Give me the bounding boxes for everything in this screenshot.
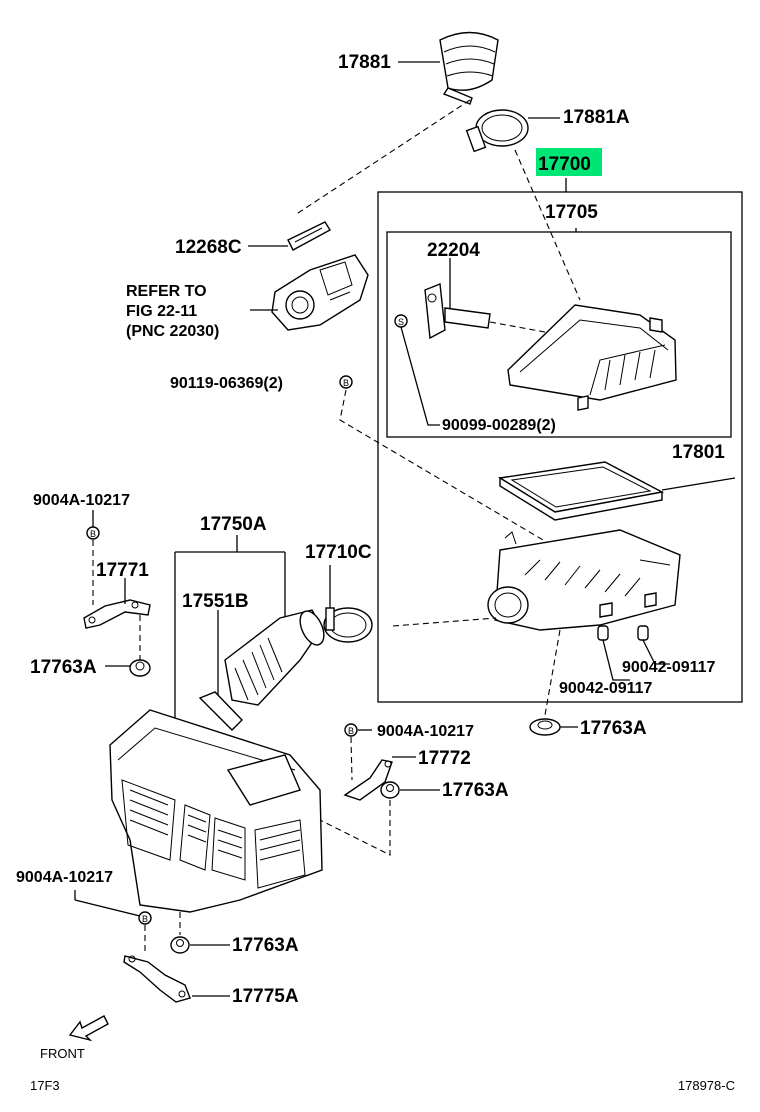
label-17881A: 17881A (563, 107, 630, 128)
label-17775A: 17775A (232, 986, 299, 1007)
label-90042-b: 90042-09117 (559, 680, 653, 697)
svg-text:S: S (398, 317, 404, 327)
mount-cushion-17763A-mid[interactable] (380, 781, 400, 799)
label-22204: 22204 (427, 240, 480, 261)
mount-cushion-17763A-left[interactable] (129, 659, 151, 677)
hose-clamp-17710C[interactable] (323, 607, 373, 643)
bolt-badge-90119: B (339, 375, 353, 389)
intake-hose-17881[interactable] (439, 31, 499, 105)
bolt-badge-9004A-b: B (344, 723, 358, 737)
hose-clamp-17881A[interactable] (465, 109, 529, 153)
label-17763A-mid: 17763A (442, 780, 509, 801)
label-17772: 17772 (418, 748, 471, 769)
bolt-badge-9004A-a: B (86, 526, 100, 540)
label-17763A-bottom: 17763A (232, 935, 299, 956)
label-17710C: 17710C (305, 542, 372, 563)
label-90119: 90119-06369(2) (170, 375, 283, 392)
label-9004A-a: 9004A-10217 (33, 492, 130, 509)
svg-text:B: B (343, 378, 349, 388)
bolt-badge-9004A-c: B (138, 911, 152, 925)
footer-right: 178978-C (678, 1078, 735, 1093)
label-front: FRONT (40, 1046, 85, 1061)
svg-text:B: B (142, 914, 148, 924)
mount-cushion-17763A-right[interactable] (529, 718, 561, 736)
air-cleaner-case-lower[interactable] (109, 709, 323, 913)
label-17763A-left: 17763A (30, 657, 97, 678)
grommet-90042-b[interactable] (637, 625, 649, 641)
mount-cushion-17763A-bottom[interactable] (170, 936, 190, 954)
label-17705: 17705 (545, 202, 598, 223)
label-17763A-right: 17763A (580, 718, 647, 739)
label-17881: 17881 (338, 52, 391, 73)
label-17700: 17700 (538, 154, 591, 175)
hose-clamp-17551B[interactable] (198, 691, 243, 731)
assembly-17700-box (377, 191, 743, 703)
bracket-17772[interactable] (343, 759, 393, 801)
label-9004A-c: 9004A-10217 (16, 869, 113, 886)
assembly-17705-box (386, 231, 732, 438)
label-17801: 17801 (672, 442, 725, 463)
label-17771: 17771 (96, 560, 149, 581)
label-9004A-b: 9004A-10217 (377, 723, 474, 740)
bracket-17775A[interactable] (123, 955, 191, 1003)
svg-text:B: B (90, 529, 96, 539)
screw-badge-90099: S (394, 314, 408, 328)
front-arrow-icon (68, 1015, 109, 1042)
air-cleaner-case-upper[interactable] (487, 529, 681, 631)
refer-line-3: (PNC 22030) (126, 323, 219, 340)
label-90042-a: 90042-09117 (622, 659, 716, 676)
air-cleaner-cap-17705[interactable] (507, 304, 677, 411)
mass-airflow-sensor-22204[interactable] (424, 283, 491, 340)
refer-line-1: REFER TO (126, 283, 207, 300)
label-90099: 90099-00289(2) (442, 417, 556, 434)
throttle-body[interactable] (271, 254, 369, 331)
label-17551B: 17551B (182, 591, 249, 612)
highlight-17700 (536, 148, 602, 176)
label-17750A: 17750A (200, 514, 267, 535)
grommet-90042-a[interactable] (597, 625, 609, 641)
air-filter-element-17801[interactable] (498, 461, 665, 521)
svg-text:B: B (348, 726, 354, 736)
label-12268C: 12268C (175, 237, 242, 258)
bracket-17771[interactable] (83, 599, 151, 629)
refer-line-2: FIG 22-11 (126, 303, 197, 320)
footer-left: 17F3 (30, 1078, 60, 1093)
intake-hose-17750A[interactable] (224, 607, 329, 706)
gasket-12268C[interactable] (287, 221, 331, 251)
